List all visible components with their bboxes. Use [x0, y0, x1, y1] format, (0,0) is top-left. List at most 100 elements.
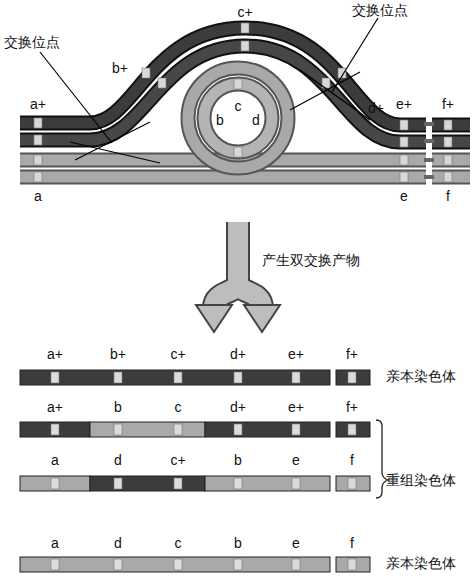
- gene-mark: [348, 559, 356, 570]
- callout-label: 交换位点: [4, 34, 60, 50]
- products: [20, 370, 370, 572]
- gene-mark: [174, 478, 182, 489]
- chromatid-outline: [20, 28, 470, 125]
- crossover-line: [70, 142, 160, 163]
- arrow-head: [244, 305, 280, 332]
- gene-mark: [234, 372, 242, 383]
- gene-mark: [114, 559, 122, 570]
- gene-mark: [444, 155, 452, 165]
- product-gene-marks: [51, 372, 356, 570]
- gene-label: d: [252, 112, 260, 128]
- loop-outline: [188, 68, 288, 168]
- gene-label: c: [175, 535, 182, 551]
- gene-mark: [34, 155, 42, 165]
- gene-mark: [51, 478, 59, 489]
- gene-mark: [174, 559, 182, 570]
- gene-mark: [241, 23, 249, 33]
- crossover-line: [75, 122, 150, 160]
- centromere: [424, 114, 434, 186]
- gene-mark: [444, 137, 452, 147]
- crossovers: [40, 18, 378, 163]
- gene-marks: [34, 23, 452, 182]
- gene-label: e+: [288, 399, 304, 415]
- gene-label: f: [446, 188, 450, 204]
- gene-label: f+: [442, 96, 454, 112]
- gene-label: e: [292, 452, 300, 468]
- gene-label: d+: [230, 399, 246, 415]
- chromosome-segment: [20, 422, 90, 437]
- gene-label: e: [400, 188, 408, 204]
- gene-mark: [292, 559, 300, 570]
- gene-mark: [174, 424, 182, 435]
- chromatid: [20, 28, 470, 125]
- gene-label: b: [234, 452, 242, 468]
- gene-mark: [234, 478, 242, 489]
- gene-label: b: [216, 112, 224, 128]
- leader-line: [40, 52, 112, 143]
- forked-arrow: [196, 222, 280, 332]
- gene-label: f+: [346, 346, 358, 362]
- gene-label: f: [350, 535, 354, 551]
- chromosome-segment: [336, 370, 370, 385]
- crossover-line: [300, 70, 370, 120]
- chromosome-segment: [20, 370, 330, 385]
- arrow-body: [214, 222, 262, 308]
- gene-mark: [292, 372, 300, 383]
- chromosome-segment: [336, 422, 370, 437]
- inversion-loop: [204, 84, 272, 152]
- gene-mark: [348, 478, 356, 489]
- gene-label: c+: [237, 4, 252, 20]
- chromosome-segment: [336, 557, 370, 572]
- gene-mark: [400, 155, 408, 165]
- gene-mark: [234, 79, 242, 89]
- gene-label: b+: [110, 346, 126, 362]
- gene-mark: [400, 120, 408, 130]
- gene-mark: [51, 372, 59, 383]
- chromosome-segment: [20, 557, 330, 572]
- gene-mark: [234, 559, 242, 570]
- gene-label: c: [235, 98, 242, 114]
- gene-label: d: [114, 452, 122, 468]
- chromosome-segment: [336, 476, 370, 491]
- leader-line: [332, 18, 378, 92]
- gene-label: f+: [346, 399, 358, 415]
- arrow-outline: [214, 222, 262, 308]
- chromosome-label: 亲本染色体: [386, 368, 456, 384]
- chromatid: [20, 46, 470, 142]
- gene-mark: [114, 372, 122, 383]
- chromosome-label: 亲本染色体: [386, 555, 456, 571]
- gene-label: d+: [368, 100, 384, 116]
- gene-label: f: [350, 452, 354, 468]
- gene-label: a: [51, 452, 59, 468]
- gene-label: b: [234, 535, 242, 551]
- gene-label: e+: [288, 346, 304, 362]
- gene-label: e+: [396, 96, 412, 112]
- gene-label: e: [292, 535, 300, 551]
- chromosome-segment: [90, 422, 205, 437]
- callout-label: 交换位点: [352, 2, 408, 18]
- gene-mark: [444, 172, 452, 182]
- chromosome-segment: [20, 476, 90, 491]
- gene-label: d: [114, 535, 122, 551]
- gene-label: b: [114, 399, 122, 415]
- gene-mark: [400, 137, 408, 147]
- arrow-head: [196, 305, 232, 332]
- loop-outline: [204, 84, 272, 152]
- gene-mark: [444, 120, 452, 130]
- process-label: 产生双交换产物: [262, 252, 360, 268]
- gene-mark: [34, 135, 42, 145]
- gene-mark: [158, 78, 166, 88]
- gene-label: a+: [47, 399, 63, 415]
- gene-mark: [51, 559, 59, 570]
- gene-mark: [400, 172, 408, 182]
- chromosome-segment: [205, 422, 330, 437]
- chromosome-label: 重组染色体: [386, 472, 456, 488]
- chromosome-segment: [205, 476, 330, 491]
- gene-label: b+: [112, 60, 128, 76]
- gene-mark: [174, 372, 182, 383]
- chromatid-outline: [20, 46, 470, 142]
- inversion-loop: [188, 68, 288, 168]
- crossover-line: [290, 72, 360, 110]
- gene-label: a: [51, 535, 59, 551]
